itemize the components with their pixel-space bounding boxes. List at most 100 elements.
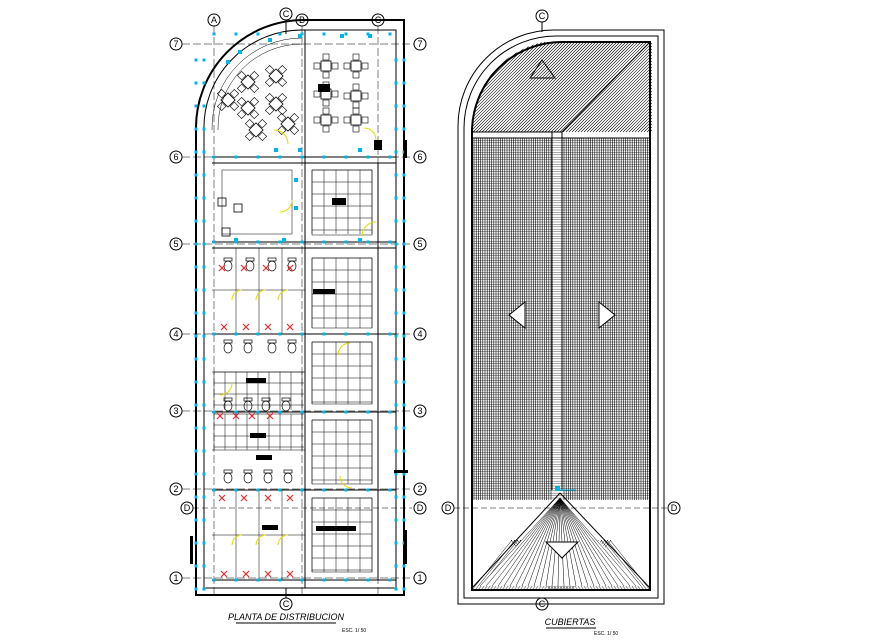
grid-bubble-row-2-l: 2 — [169, 482, 183, 496]
toilet-icon — [223, 257, 233, 272]
row-grid-labels: 7 7 6 6 5 5 4 4 3 3 2 2 1 1 — [169, 37, 427, 585]
roof-section-mark-d-right: D — [667, 501, 681, 515]
column-grid-lines — [213, 26, 379, 596]
roof-slope-arrows — [508, 59, 616, 559]
section-mark-c-bottom: C — [279, 588, 293, 611]
grid-bubble-row-2-r: 2 — [413, 482, 427, 496]
table-set — [264, 64, 288, 88]
svg-text:1: 1 — [173, 573, 178, 583]
roof-ridges — [471, 41, 651, 589]
svg-text:C: C — [283, 9, 290, 19]
svg-text:B: B — [299, 15, 305, 25]
grid-bubble-a: A — [207, 13, 221, 27]
svg-text:1: 1 — [417, 573, 422, 583]
table-set — [244, 118, 268, 142]
grid-bubble-row-3-r: 3 — [413, 404, 427, 418]
roof-scale: ESC. 1/ 50 — [594, 631, 618, 637]
section-mark-c-top: C — [279, 7, 293, 34]
svg-text:6: 6 — [173, 152, 178, 162]
plan-scale: ESC. 1/ 50 — [342, 628, 366, 634]
grid-bubble-b: B — [295, 13, 309, 27]
grid-bubble-row-7-r: 7 — [413, 37, 427, 51]
svg-text:7: 7 — [173, 39, 178, 49]
grid-bubble-row-3-l: 3 — [169, 404, 183, 418]
row-grid-lines — [182, 43, 414, 579]
svg-text:4: 4 — [173, 329, 178, 339]
section-mark-d-right: D — [413, 501, 427, 515]
plan-title: PLANTA DE DISTRIBUCION — [228, 612, 345, 622]
toilet-icon — [223, 397, 233, 412]
red-marks — [216, 264, 294, 578]
sanitary-fixtures — [217, 197, 297, 484]
plan-inner-wall — [203, 29, 397, 589]
table-set — [236, 96, 260, 120]
roof-plan: C C D D CUBIERTAS ESC. 1/ 50 — [441, 9, 681, 637]
svg-text:3: 3 — [417, 406, 422, 416]
table-set — [216, 88, 240, 112]
grid-bubble-row-4-l: 4 — [169, 327, 183, 341]
grid-bubble-row-6-r: 6 — [413, 150, 427, 164]
svg-text:D: D — [445, 503, 452, 513]
toilet-icon — [261, 397, 271, 412]
svg-text:5: 5 — [173, 239, 178, 249]
svg-text:D: D — [417, 503, 424, 513]
dining-tables — [216, 53, 369, 142]
table-set — [343, 53, 369, 79]
grid-bubble-row-5-l: 5 — [169, 237, 183, 251]
column-grid-labels: A B C — [207, 13, 385, 27]
floor-plan: A B C 7 7 6 6 5 5 4 4 3 3 2 2 1 1 C C D — [169, 7, 427, 634]
svg-text:2: 2 — [417, 484, 422, 494]
svg-text:C: C — [375, 15, 382, 25]
table-set — [313, 107, 339, 133]
svg-text:A: A — [211, 15, 217, 25]
toilet-icon — [243, 469, 253, 484]
grid-bubble-row-1-r: 1 — [413, 571, 427, 585]
toilet-icon — [267, 339, 277, 354]
svg-text:D: D — [184, 503, 191, 513]
toilet-icon — [243, 339, 253, 354]
grid-bubble-row-5-r: 5 — [413, 237, 427, 251]
table-set — [343, 83, 369, 109]
svg-text:C: C — [539, 599, 546, 609]
svg-text:C: C — [283, 599, 290, 609]
grid-bubble-c: C — [371, 13, 385, 27]
dimension-ticks — [194, 32, 406, 591]
svg-text:C: C — [539, 11, 546, 21]
svg-text:D: D — [671, 503, 678, 513]
roof-section-mark-c-top: C — [535, 9, 549, 32]
grid-bubble-row-1-l: 1 — [169, 571, 183, 585]
desks — [246, 84, 382, 531]
toilet-icon — [243, 397, 253, 412]
grid-bubble-row-4-r: 4 — [413, 327, 427, 341]
roof-hatching — [472, 41, 652, 591]
table-set — [236, 70, 260, 94]
grid-bubble-row-7-l: 7 — [169, 37, 183, 51]
toilet-icon — [281, 397, 291, 412]
toilet-icon — [287, 339, 297, 354]
roof-outer-edge — [457, 29, 665, 605]
roof-panel-edge — [471, 41, 651, 591]
table-set — [276, 112, 300, 136]
svg-text:2: 2 — [173, 484, 178, 494]
roof-title: CUBIERTAS — [545, 617, 596, 627]
svg-text:3: 3 — [173, 406, 178, 416]
svg-text:4: 4 — [417, 329, 422, 339]
svg-text:5: 5 — [417, 239, 422, 249]
section-mark-d-left: D — [180, 501, 412, 515]
table-set — [264, 92, 288, 116]
plan-outer-wall — [194, 19, 405, 596]
grid-bubble-row-6-l: 6 — [169, 150, 183, 164]
toilet-icon — [245, 257, 255, 272]
table-set — [313, 53, 339, 79]
toilet-icon — [223, 339, 233, 354]
toilet-icon — [223, 469, 233, 484]
roof-section-mark-c-bottom: C — [535, 597, 549, 611]
toilet-icon — [263, 469, 273, 484]
roof-section-mark-d-left: D — [441, 501, 668, 515]
toilet-icon — [267, 257, 277, 272]
door-swings — [219, 127, 377, 546]
toilet-icon — [283, 469, 293, 484]
svg-text:6: 6 — [417, 152, 422, 162]
